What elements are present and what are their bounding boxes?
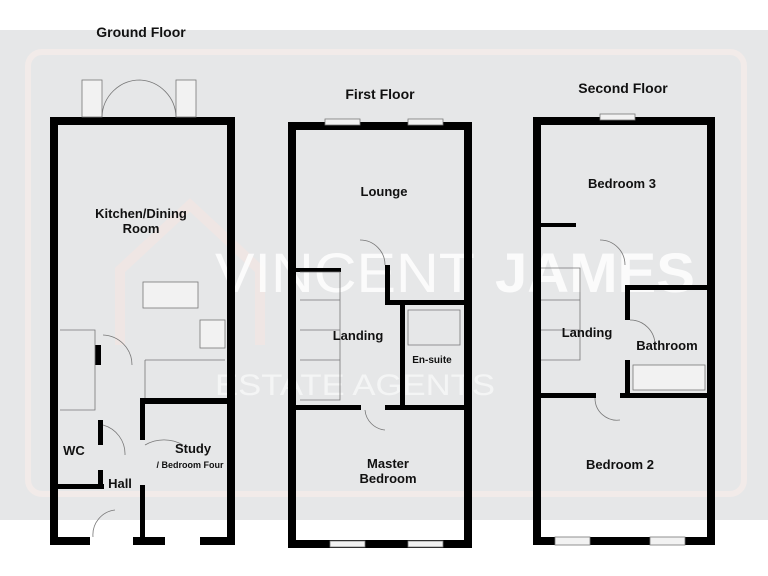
floor-title: First Floor xyxy=(345,86,415,102)
room-label: Bedroom 3 xyxy=(588,176,656,191)
watermark-tagline: ESTATE AGENTS xyxy=(215,369,495,402)
room-label: / Bedroom Four xyxy=(157,460,224,470)
room-label: En-suite xyxy=(412,355,452,366)
room-label: Lounge xyxy=(361,184,408,199)
watermark: VINCENT JAMES ESTATE AGENTS xyxy=(215,241,695,402)
room-label: Bedroom xyxy=(359,471,416,486)
room-label: Kitchen/Dining xyxy=(95,206,187,221)
watermark-house-logo xyxy=(115,198,265,345)
background-panel xyxy=(0,30,768,520)
room-label: Hall xyxy=(108,476,132,491)
room-label: Master xyxy=(367,456,409,471)
room-label: Bedroom 2 xyxy=(586,457,654,472)
room-label: Landing xyxy=(333,328,384,343)
first-floor: First Floor Lounge Landing En-suite Mast… xyxy=(288,86,472,548)
room-label: Room xyxy=(123,221,160,236)
room-label: Landing xyxy=(562,325,613,340)
floor-title: Ground Floor xyxy=(96,24,186,40)
watermark-frame xyxy=(25,49,747,497)
room-label: Bathroom xyxy=(636,338,697,353)
floor-title: Second Floor xyxy=(578,80,668,96)
second-floor: Second Floor Bedroom 3 Landing Bathroom … xyxy=(533,80,715,546)
room-label: Study xyxy=(175,441,212,456)
room-label: WC xyxy=(63,443,85,458)
ground-floor: Ground Floor Kitchen/Dining Room WC Hall… xyxy=(50,24,235,545)
watermark-name-light: VINCENT xyxy=(215,241,475,304)
watermark-name-bold: JAMES xyxy=(495,241,695,304)
